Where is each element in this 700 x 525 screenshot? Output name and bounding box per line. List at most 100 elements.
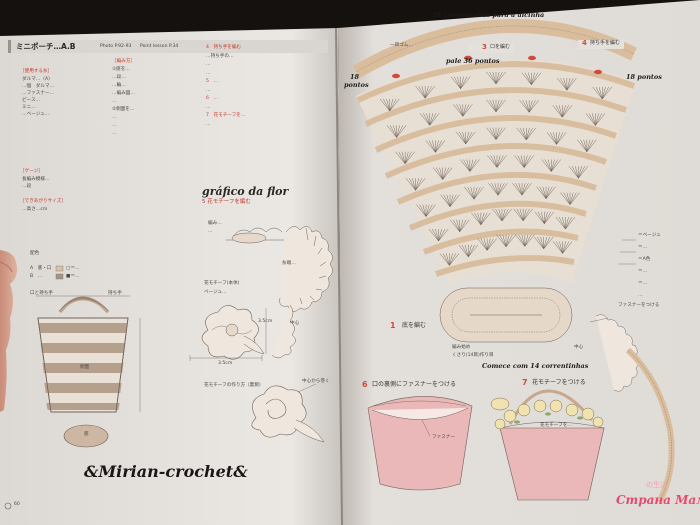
fan-stitch bbox=[428, 228, 439, 242]
fan-stitch bbox=[575, 166, 579, 179]
fan-stitch bbox=[386, 98, 390, 112]
fan-stitch bbox=[389, 98, 397, 112]
fan-stitch bbox=[602, 86, 609, 100]
step1-title: 底を編む bbox=[402, 322, 427, 329]
step6-number: 6 bbox=[362, 380, 368, 389]
fan-stitch bbox=[460, 76, 464, 89]
fan-stitch bbox=[467, 187, 475, 200]
fan-stitch bbox=[489, 99, 497, 112]
fan-stitch bbox=[463, 159, 471, 172]
fan-stitch bbox=[383, 98, 390, 112]
fan-stitch bbox=[526, 127, 530, 140]
fan-stitch bbox=[497, 183, 502, 196]
fan-stitch bbox=[415, 178, 426, 191]
method-line: … bbox=[112, 99, 117, 104]
fan-stitch bbox=[578, 166, 589, 179]
fan-stitch bbox=[419, 113, 430, 126]
step1-count-label: くさり(14目)作り目 bbox=[452, 353, 494, 358]
fan-stitch bbox=[418, 86, 426, 99]
fan-stitch bbox=[439, 253, 450, 266]
fan-stitch bbox=[560, 192, 571, 205]
fan-stitch bbox=[562, 105, 573, 118]
fan-stitch bbox=[442, 167, 447, 180]
fan-stitch bbox=[438, 228, 449, 242]
legend-b: B … bbox=[30, 274, 43, 279]
fan-stitch bbox=[442, 253, 450, 266]
fan-stitch bbox=[522, 208, 530, 221]
fan-stitch bbox=[580, 139, 588, 152]
fan-stitch bbox=[578, 166, 582, 179]
step7-number: 7 bbox=[522, 378, 528, 387]
loop-label: … bbox=[632, 343, 637, 348]
fan-stitch bbox=[456, 219, 460, 232]
fan-stitch bbox=[586, 139, 594, 152]
legend-swatch-a bbox=[55, 265, 64, 272]
fan-stitch bbox=[517, 155, 525, 168]
fan-stitch bbox=[425, 204, 433, 217]
materials-line: ダルマ…〈A〉 bbox=[22, 77, 53, 82]
fan-stitch bbox=[487, 155, 498, 168]
fan-stitch bbox=[534, 211, 545, 224]
fan-stitch bbox=[408, 178, 416, 191]
fan-stitch bbox=[422, 204, 427, 217]
fan-stitch bbox=[565, 216, 573, 230]
anno-left-1: 18 bbox=[350, 73, 360, 81]
fan-stitch bbox=[438, 228, 442, 242]
fan-stitch bbox=[540, 211, 545, 224]
method-line: ②側面を… bbox=[112, 107, 135, 112]
fan-stitch bbox=[516, 208, 524, 221]
fan-stitch bbox=[419, 204, 427, 217]
fan-stitch bbox=[495, 71, 503, 85]
site-watermark: Страна Мам bbox=[616, 493, 700, 507]
fan-stitch bbox=[544, 159, 552, 172]
fan-stitch bbox=[469, 159, 477, 172]
fan-stitch bbox=[560, 78, 568, 91]
fan-stitch bbox=[442, 167, 450, 180]
fan-stitch bbox=[429, 113, 437, 126]
fan-stitch bbox=[424, 86, 435, 99]
fan-stitch bbox=[495, 71, 506, 85]
fan-stitch bbox=[566, 192, 571, 205]
fan-stitch bbox=[588, 113, 596, 126]
fan-stitch bbox=[404, 151, 415, 164]
fan-stitch bbox=[453, 104, 464, 117]
legend-c2: ■＝… bbox=[66, 274, 80, 279]
ruffle-tail bbox=[271, 304, 296, 359]
fan-stitch bbox=[559, 241, 563, 254]
fan-stitch bbox=[578, 166, 586, 179]
flower-motif-body bbox=[189, 305, 267, 361]
fan-stitch bbox=[544, 211, 555, 224]
fan-stitch bbox=[522, 208, 527, 221]
fan-stitch bbox=[416, 204, 427, 217]
fan-stitch bbox=[592, 86, 603, 100]
fan-stitch bbox=[469, 159, 474, 172]
flower-bag bbox=[490, 389, 605, 501]
fan-stitch bbox=[557, 78, 568, 91]
fan-stitch bbox=[495, 127, 503, 140]
fan-stitch bbox=[528, 100, 539, 113]
fan-stitch bbox=[492, 71, 497, 85]
size-heading: ［できあがりサイズ］ bbox=[20, 199, 66, 204]
fan-stitch bbox=[521, 183, 529, 196]
fan-stitch bbox=[595, 113, 603, 126]
fan-stitch bbox=[477, 238, 488, 251]
flower-row bbox=[494, 399, 604, 430]
assembly-label: 中心から巻く bbox=[302, 379, 330, 384]
fan-stitch bbox=[425, 204, 436, 217]
method-line: … bbox=[112, 115, 117, 120]
method-line: ①底を… bbox=[112, 67, 130, 72]
fan-stitch bbox=[486, 238, 494, 251]
fan-stitch bbox=[486, 238, 497, 251]
fan-stitch bbox=[513, 208, 524, 221]
fan-stitch bbox=[396, 125, 404, 138]
fan-stitch bbox=[515, 234, 526, 247]
fan-stitch bbox=[518, 183, 523, 196]
fan-stitch bbox=[501, 208, 512, 222]
fan-stitch bbox=[536, 186, 547, 199]
side-label: ＝… bbox=[638, 281, 648, 286]
ruffle-edge bbox=[595, 314, 640, 392]
fan-stitch bbox=[562, 241, 573, 254]
fan-stitch bbox=[562, 241, 566, 254]
fan-stitch bbox=[555, 241, 563, 254]
